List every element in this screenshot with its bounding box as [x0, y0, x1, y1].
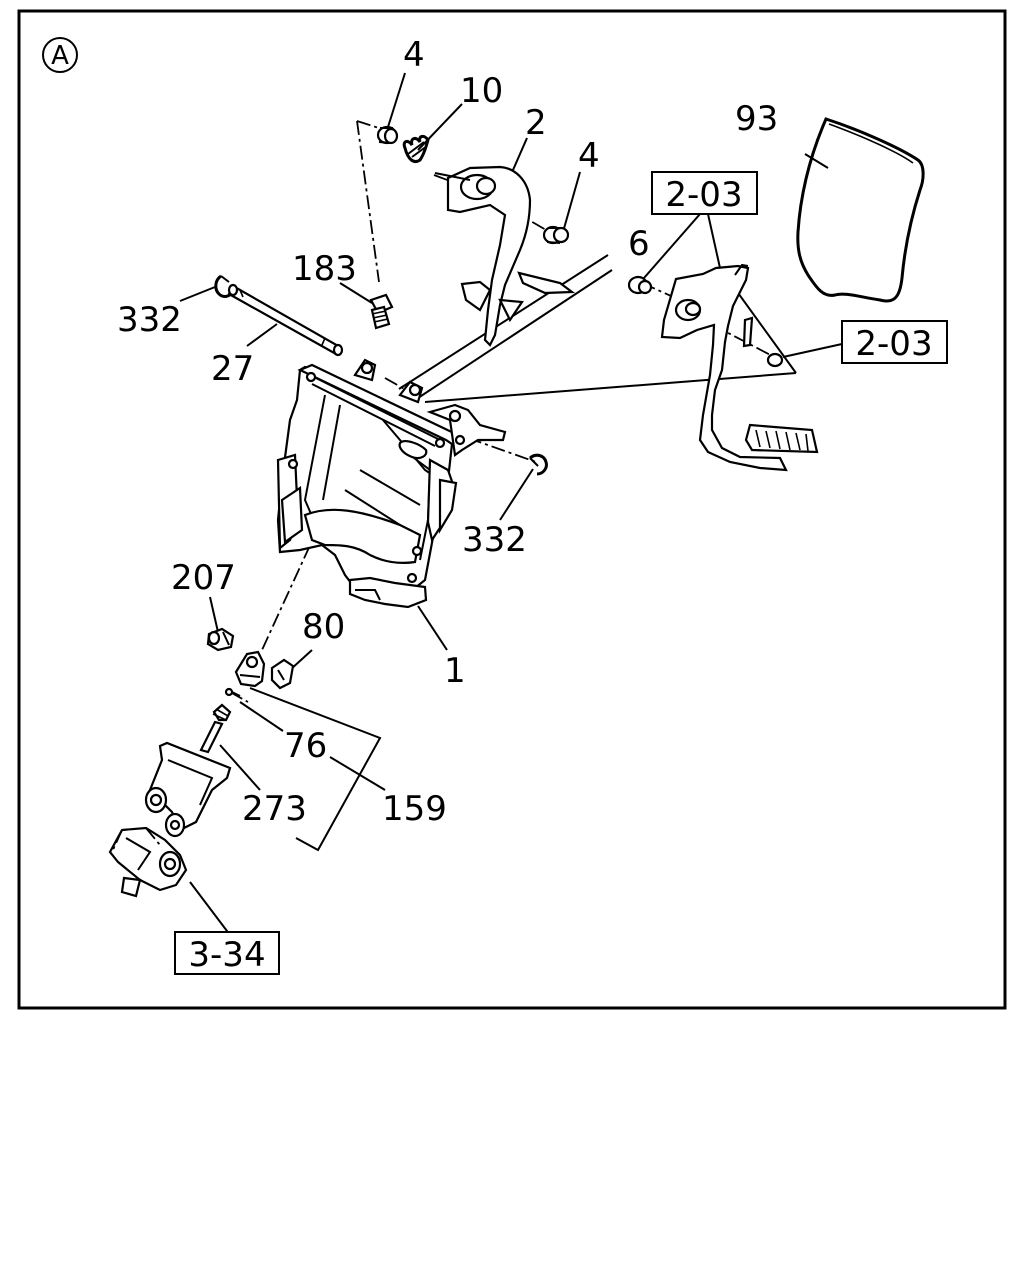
part-332-clip-right: [529, 453, 548, 476]
part-183-bolt: [369, 293, 394, 330]
part-2-pedal-arm: [434, 165, 576, 347]
label-part-10: 10: [460, 71, 503, 111]
master-cylinder: [108, 741, 232, 898]
part-159-pin: [224, 687, 241, 697]
part-4-bushing-top: [376, 125, 399, 145]
label-part-1: 1: [444, 651, 466, 691]
label-part-4-top: 4: [403, 35, 425, 75]
label-part-207: 207: [171, 558, 236, 598]
view-marker: A: [42, 37, 78, 73]
part-4-bushing-right: [542, 225, 570, 245]
part-207-bushing: [206, 627, 235, 652]
label-part-183: 183: [292, 249, 357, 289]
label-part-80: 80: [302, 607, 345, 647]
ref-box-2-03-right-label: 2-03: [855, 324, 932, 364]
leader-lines: [179, 72, 843, 936]
part-273-push-rod: [199, 703, 232, 754]
brake-pedal-assembly: [627, 263, 819, 472]
part-1-pedal-bracket: [276, 358, 507, 609]
view-marker-letter: A: [51, 41, 69, 71]
diagram-frame: [17, 9, 1007, 1010]
part-10-spring: [402, 134, 430, 163]
ref-box-3-34-label: 3-34: [188, 935, 265, 975]
ref-box-2-03-top-label: 2-03: [665, 175, 742, 215]
label-part-76: 76: [284, 726, 327, 766]
part-27-shaft: [227, 283, 344, 357]
part-93-pedal-pad-gasket: [796, 117, 925, 303]
label-part-2: 2: [525, 103, 547, 143]
label-part-93: 93: [735, 99, 778, 139]
label-part-159: 159: [382, 789, 447, 829]
ref-box-3-34[interactable]: 3-34: [174, 931, 280, 975]
label-part-4-right: 4: [578, 136, 600, 176]
label-part-6: 6: [628, 224, 650, 264]
part-76-clevis: [234, 650, 266, 688]
label-part-332-left: 332: [117, 300, 182, 340]
label-part-273: 273: [242, 789, 307, 829]
part-80-clip: [270, 658, 295, 690]
ref-box-2-03-right[interactable]: 2-03: [841, 320, 948, 364]
ref-box-2-03-top[interactable]: 2-03: [651, 171, 758, 215]
label-part-332-right: 332: [462, 520, 527, 560]
label-part-27: 27: [211, 349, 254, 389]
